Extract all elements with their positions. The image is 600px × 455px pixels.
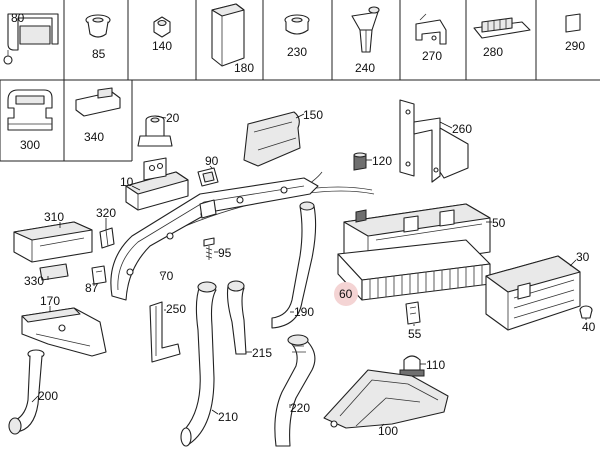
part-190-hose bbox=[271, 201, 317, 329]
part-170-bracket bbox=[21, 307, 107, 357]
small-parts-grid bbox=[0, 0, 600, 162]
label-310: 310 bbox=[44, 210, 64, 224]
label-140: 140 bbox=[152, 39, 172, 53]
label-230: 230 bbox=[287, 45, 307, 59]
label-60: 60 bbox=[339, 287, 353, 301]
label-270: 270 bbox=[422, 49, 442, 63]
label-320: 320 bbox=[96, 206, 116, 220]
part-215-hose bbox=[226, 280, 247, 355]
label-55: 55 bbox=[408, 327, 422, 341]
part-labels: 80 85 140 180 230 240 270 280 290 300 34… bbox=[11, 11, 596, 438]
part-310-bracket bbox=[13, 221, 93, 263]
label-87: 87 bbox=[85, 281, 99, 295]
part-300-edge-profile bbox=[7, 89, 53, 131]
label-100: 100 bbox=[378, 424, 398, 438]
label-150: 150 bbox=[303, 108, 323, 122]
label-220: 220 bbox=[290, 401, 310, 415]
part-95-screw bbox=[203, 237, 215, 260]
part-120-grommet bbox=[353, 152, 367, 171]
part-80-edge-clip bbox=[3, 13, 59, 65]
part-10-module bbox=[125, 157, 189, 211]
label-290: 290 bbox=[565, 39, 585, 53]
part-90-clip bbox=[197, 167, 219, 187]
part-150-cover bbox=[243, 111, 301, 167]
part-230-grommet bbox=[284, 14, 310, 35]
part-60-filter-element bbox=[337, 239, 491, 301]
label-40: 40 bbox=[582, 320, 596, 334]
part-40-grommet bbox=[579, 305, 593, 319]
label-95: 95 bbox=[218, 246, 232, 260]
label-300: 300 bbox=[20, 138, 40, 152]
label-30: 30 bbox=[576, 250, 590, 264]
part-290-pad bbox=[565, 13, 581, 33]
part-320-clip bbox=[99, 227, 115, 249]
part-210-hose bbox=[180, 281, 217, 447]
part-20-sensor-housing bbox=[137, 115, 173, 147]
part-180-block bbox=[211, 3, 245, 67]
label-85: 85 bbox=[92, 47, 106, 61]
leader-lines bbox=[31, 113, 587, 427]
part-100-tray bbox=[323, 369, 449, 429]
part-240-funnel-clip bbox=[351, 6, 380, 53]
label-210: 210 bbox=[218, 410, 238, 424]
part-260-bracket bbox=[399, 99, 469, 183]
label-70: 70 bbox=[160, 269, 174, 283]
label-120: 120 bbox=[372, 154, 392, 168]
label-110: 110 bbox=[426, 358, 445, 372]
label-170: 170 bbox=[40, 294, 60, 308]
part-60-highlight bbox=[334, 282, 358, 306]
part-85-grommet bbox=[85, 14, 111, 38]
part-140-nut bbox=[153, 16, 171, 38]
label-250: 250 bbox=[166, 302, 186, 316]
label-10: 10 bbox=[120, 175, 134, 189]
part-70-long-bracket bbox=[110, 177, 319, 301]
part-250-bracket bbox=[149, 301, 181, 363]
label-200: 200 bbox=[38, 389, 58, 403]
label-190: 190 bbox=[294, 305, 314, 319]
part-30-housing bbox=[485, 255, 581, 331]
label-340: 340 bbox=[84, 130, 104, 144]
part-330-pad bbox=[39, 263, 69, 281]
label-80: 80 bbox=[11, 11, 25, 25]
label-330: 330 bbox=[24, 274, 44, 288]
label-260: 260 bbox=[452, 122, 472, 136]
part-55-clip bbox=[405, 301, 421, 325]
label-20: 20 bbox=[166, 111, 180, 125]
part-270-bracket bbox=[415, 13, 447, 45]
label-180: 180 bbox=[234, 61, 254, 75]
label-280: 280 bbox=[483, 45, 503, 59]
label-215: 215 bbox=[252, 346, 272, 360]
part-87-clip bbox=[91, 265, 107, 285]
label-90: 90 bbox=[205, 154, 219, 168]
part-280-comb-strip bbox=[473, 17, 531, 39]
part-110-cap bbox=[399, 355, 425, 377]
part-220-hose bbox=[274, 334, 316, 447]
label-240: 240 bbox=[355, 61, 375, 75]
label-50: 50 bbox=[492, 216, 506, 230]
part-340-bracket bbox=[75, 87, 121, 117]
part-200-hose bbox=[8, 349, 45, 435]
